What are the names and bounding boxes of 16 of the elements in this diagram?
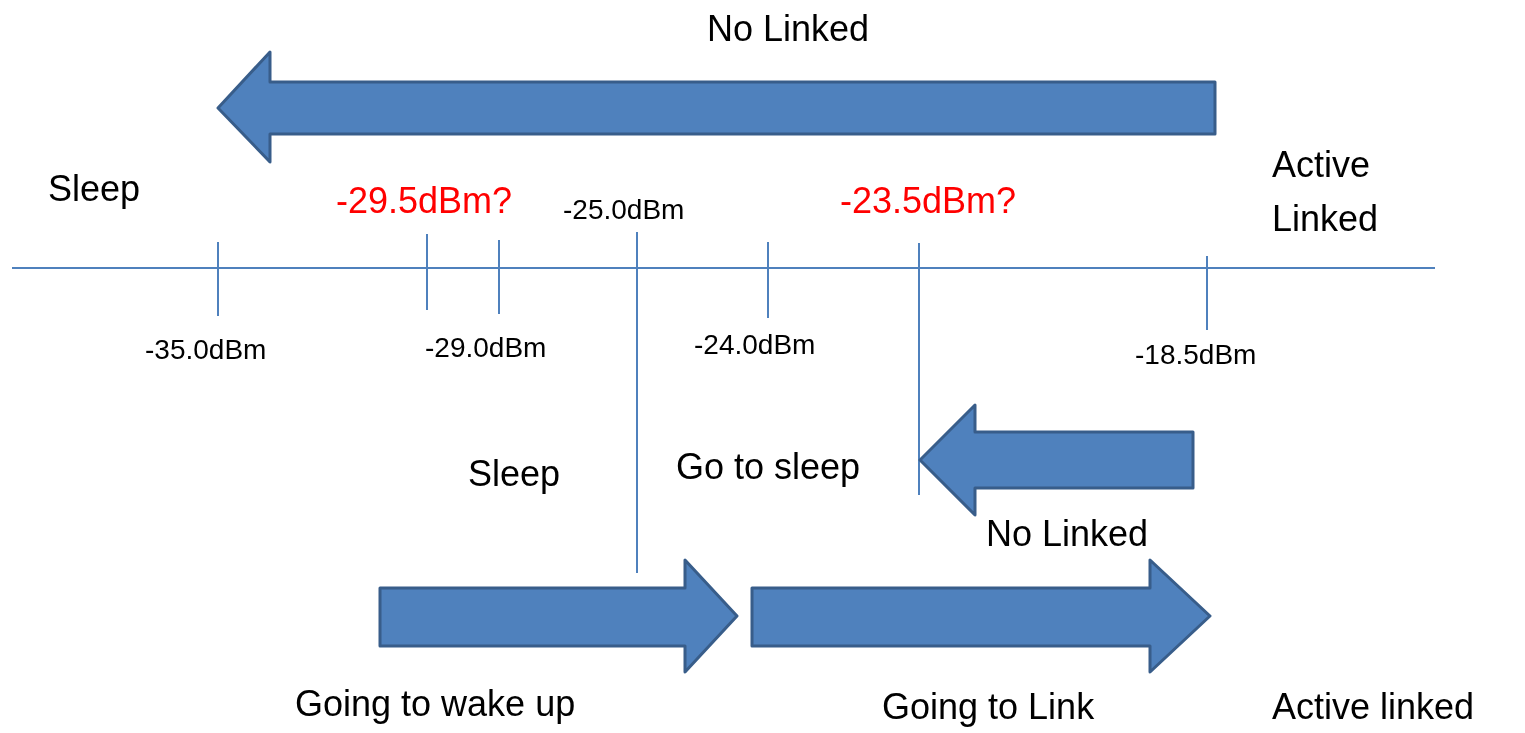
value-label: -35.0dBm xyxy=(145,334,267,367)
value-label: -29.0dBm xyxy=(425,332,547,365)
action-label: Going to wake up xyxy=(295,683,576,725)
state-label: Active linked xyxy=(1272,686,1475,728)
value-label: -24.0dBm xyxy=(694,329,816,362)
threshold-label: -29.5dBm? xyxy=(336,180,513,222)
value-label: -25.0dBm xyxy=(563,194,685,227)
value-label: -18.5dBm xyxy=(1135,339,1257,372)
action-label: Go to sleep xyxy=(676,446,861,488)
state-label: No Linked xyxy=(707,8,870,50)
state-label: No Linked xyxy=(986,513,1149,555)
state-label: Sleep xyxy=(48,168,141,210)
state-label: Active Linked xyxy=(1272,143,1380,241)
threshold-label: -23.5dBm? xyxy=(840,180,1017,222)
action-label: Going to Link xyxy=(882,686,1095,728)
state-label: Sleep xyxy=(468,453,561,495)
